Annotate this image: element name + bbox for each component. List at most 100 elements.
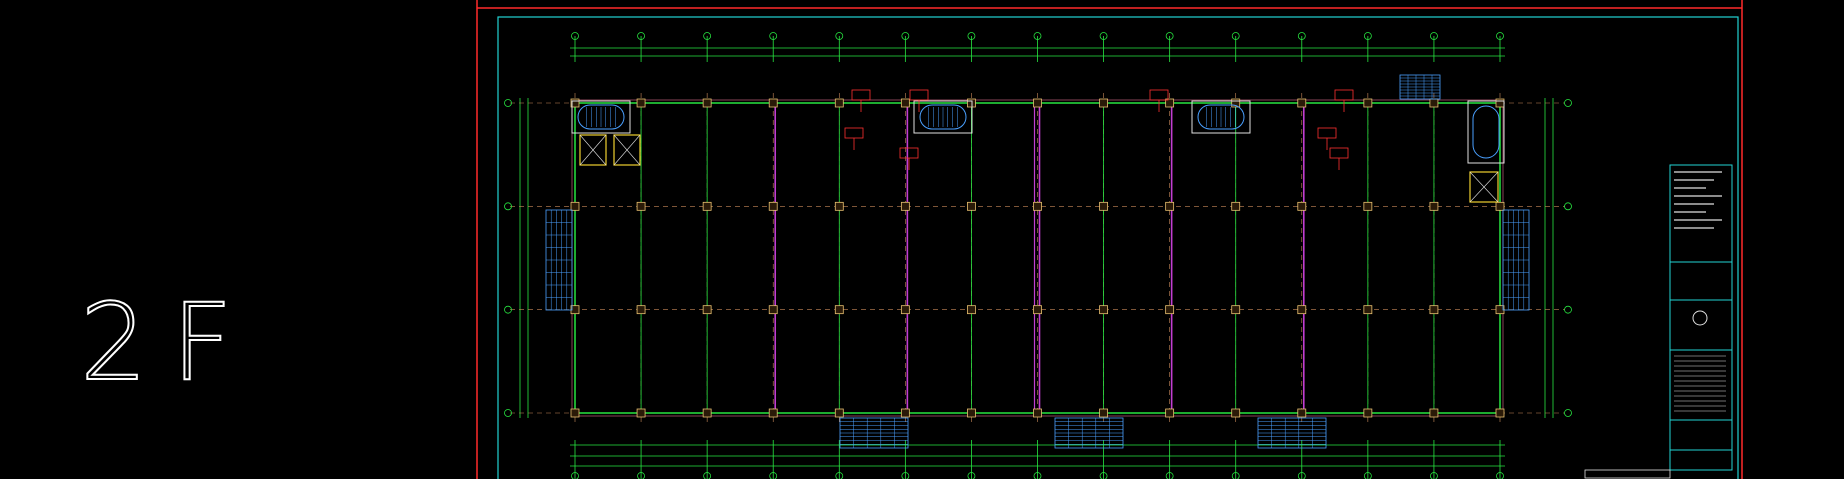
axis-bubble-left bbox=[504, 305, 512, 314]
column bbox=[1495, 98, 1505, 108]
axis-bubble-bottom bbox=[835, 472, 844, 479]
scale-bar bbox=[1584, 469, 1671, 479]
column bbox=[1297, 408, 1307, 418]
column bbox=[900, 408, 910, 418]
facade-hatches bbox=[545, 74, 1530, 449]
axis-bubble-right bbox=[1564, 305, 1572, 314]
column bbox=[768, 201, 778, 211]
column bbox=[702, 305, 712, 315]
column bbox=[1033, 305, 1042, 315]
stair-1-enclosure bbox=[571, 100, 631, 134]
column bbox=[1099, 98, 1108, 108]
axis-bubble-bottom bbox=[1297, 472, 1306, 479]
stair-2-enclosure bbox=[913, 100, 973, 134]
column bbox=[967, 408, 976, 418]
column bbox=[636, 98, 646, 108]
column bbox=[1033, 408, 1042, 418]
column bbox=[1165, 408, 1175, 418]
axis-bubble-bottom bbox=[1363, 472, 1372, 479]
column bbox=[1099, 408, 1108, 418]
column bbox=[1231, 201, 1241, 211]
title-block bbox=[1584, 164, 1733, 479]
column bbox=[1033, 201, 1042, 211]
stair-2-flight bbox=[919, 104, 967, 130]
axis-bubble-top bbox=[571, 32, 579, 40]
axis-bubble-bottom bbox=[1165, 472, 1174, 479]
stair-3-enclosure bbox=[1191, 100, 1251, 134]
axis-bubble-bottom bbox=[1099, 472, 1108, 479]
axis-bubble-top bbox=[967, 32, 976, 40]
column bbox=[1033, 98, 1042, 108]
axis-bubble-bottom bbox=[637, 472, 645, 479]
axis-bubble-bottom bbox=[571, 472, 579, 479]
column bbox=[967, 201, 976, 211]
axis-bubble-top bbox=[901, 32, 910, 40]
annotation-tag bbox=[1317, 127, 1337, 139]
axis-bubble-bottom bbox=[1033, 472, 1042, 479]
column bbox=[1363, 98, 1373, 108]
axis-bubble-top bbox=[1496, 32, 1504, 40]
column bbox=[900, 201, 910, 211]
axis-bubble-bottom bbox=[769, 472, 778, 479]
annotation-tag bbox=[851, 89, 871, 101]
column bbox=[1363, 305, 1373, 315]
red-annotations bbox=[844, 89, 1354, 170]
column bbox=[1297, 201, 1307, 211]
column bbox=[702, 98, 712, 108]
structural-columns bbox=[570, 98, 1505, 418]
annotation-tag bbox=[909, 89, 929, 101]
stair-3-flight bbox=[1197, 104, 1245, 130]
column bbox=[967, 98, 976, 108]
annotation-tag bbox=[1334, 89, 1354, 101]
column bbox=[702, 201, 712, 211]
column bbox=[570, 408, 580, 418]
axis-bubble-top bbox=[1231, 32, 1240, 40]
elevator-car bbox=[613, 134, 641, 166]
axis-bubble-bottom bbox=[703, 472, 712, 479]
axis-bubble-top bbox=[1363, 32, 1372, 40]
column bbox=[1231, 98, 1241, 108]
elevator-car bbox=[579, 134, 607, 166]
column bbox=[1363, 408, 1373, 418]
column bbox=[636, 201, 646, 211]
stair-4-enclosure bbox=[1467, 100, 1505, 164]
stair-elevator-cores bbox=[571, 100, 1505, 203]
floor-label: 2F bbox=[79, 281, 257, 404]
axis-bubble-right bbox=[1564, 409, 1572, 417]
axis-bubble-top bbox=[835, 32, 844, 40]
column bbox=[768, 98, 778, 108]
axis-bubble-bottom bbox=[967, 472, 976, 479]
axis-bubble-top bbox=[1099, 32, 1108, 40]
column bbox=[1429, 201, 1439, 211]
axis-bubble-bottom bbox=[901, 472, 910, 479]
column bbox=[570, 98, 580, 108]
column bbox=[967, 305, 976, 315]
axis-bubble-bottom bbox=[1430, 472, 1438, 479]
title-block-text-lines bbox=[1674, 171, 1726, 412]
axis-bubble-top bbox=[769, 32, 778, 40]
column bbox=[834, 408, 844, 418]
axis-bubbles bbox=[504, 32, 1572, 479]
column bbox=[1297, 98, 1307, 108]
column bbox=[570, 201, 580, 211]
sheet-frame bbox=[476, 0, 1743, 479]
elevator-cross bbox=[1469, 171, 1499, 203]
axis-bubble-right bbox=[1564, 99, 1572, 107]
column bbox=[1297, 305, 1307, 315]
column bbox=[1429, 305, 1439, 315]
axis-bubble-bottom bbox=[1231, 472, 1240, 479]
axis-bubble-right bbox=[1564, 202, 1572, 211]
column bbox=[1429, 408, 1439, 418]
column bbox=[900, 305, 910, 315]
column bbox=[1099, 201, 1108, 211]
column bbox=[1495, 408, 1505, 418]
axis-bubble-top bbox=[1033, 32, 1042, 40]
axis-bubble-top bbox=[703, 32, 712, 40]
column bbox=[1231, 305, 1241, 315]
structural-grid bbox=[510, 93, 1565, 423]
column bbox=[1231, 408, 1241, 418]
column bbox=[1363, 201, 1373, 211]
column bbox=[834, 98, 844, 108]
stair-1-flight bbox=[577, 104, 625, 130]
